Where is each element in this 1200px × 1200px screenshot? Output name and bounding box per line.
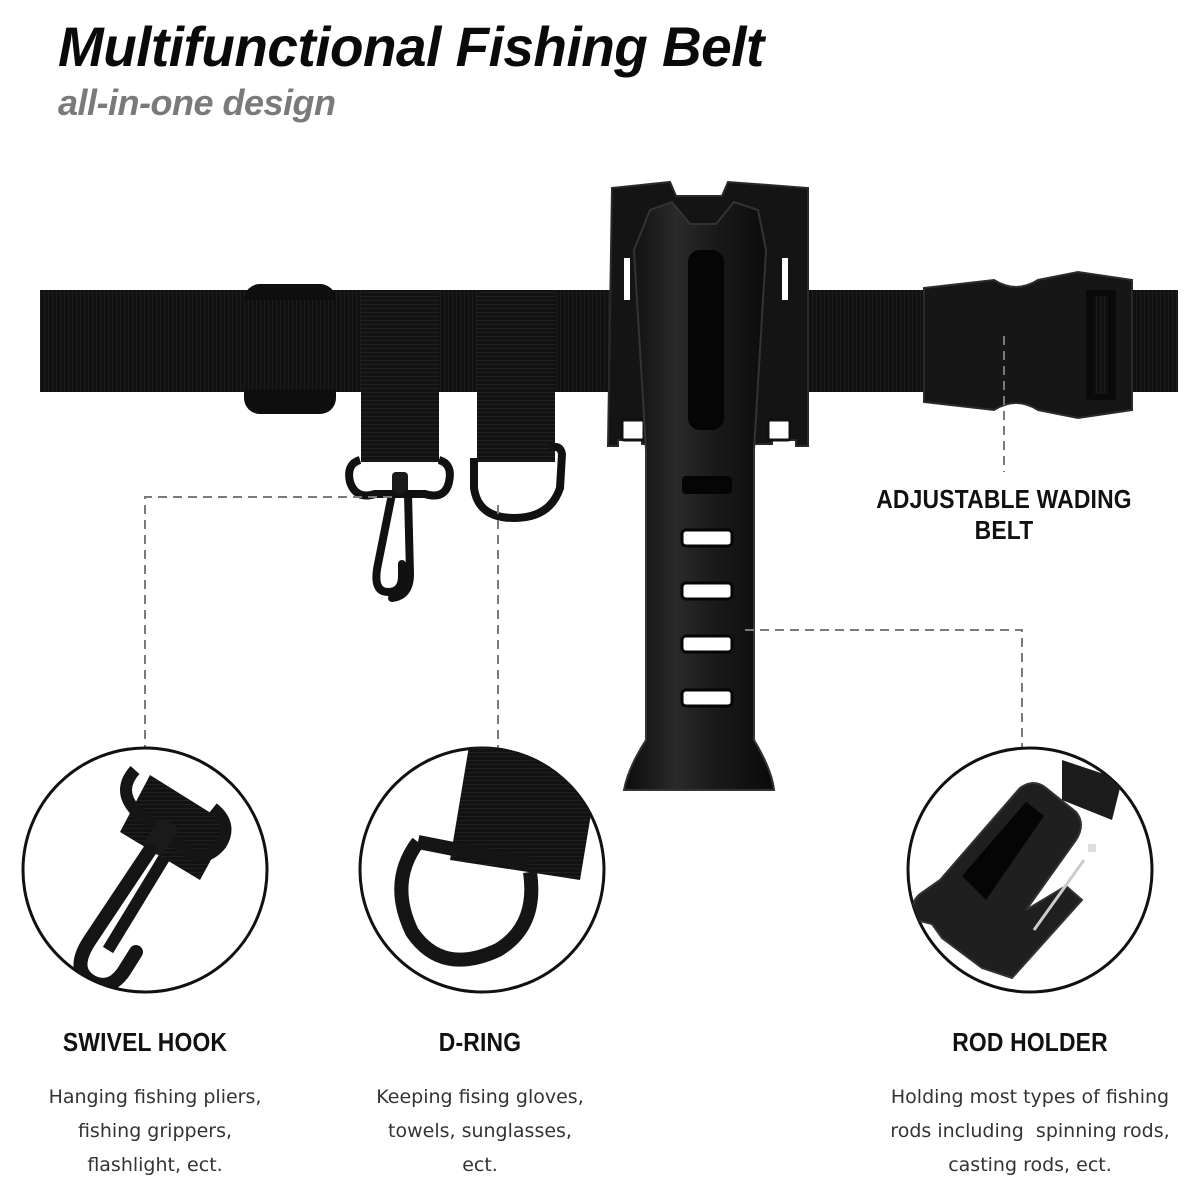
rod-holder-detail (906, 746, 1154, 994)
swivel-hook-description: Hanging fishing pliers, fishing grippers… (10, 1080, 300, 1182)
adjustable-belt-label: ADJUSTABLE WADING BELT (876, 484, 1132, 545)
d-ring-detail (358, 746, 606, 994)
belt-buckle (923, 270, 1133, 420)
d-ring-label: D-RING (438, 1027, 522, 1057)
swivel-hook-loop (345, 290, 454, 602)
connector-lines (144, 336, 1023, 752)
rod-holder-product (606, 180, 809, 791)
rod-holder-desc-line: rods including spinning rods, (890, 1120, 1170, 1142)
rod-holder-description: Holding most types of fishing rods inclu… (860, 1080, 1200, 1182)
swivel-hook-desc-line: fishing grippers, (77, 1120, 233, 1142)
d-ring-desc-line: ect. (462, 1154, 498, 1176)
swivel-hook-desc-line: flashlight, ect. (87, 1154, 223, 1176)
rod-holder-desc-line: Holding most types of fishing (890, 1086, 1170, 1108)
rod-holder-desc-line: casting rods, ect. (948, 1154, 1112, 1176)
d-ring-desc-line: towels, sunglasses, (388, 1120, 572, 1142)
page-title: Multifunctional Fishing Belt (58, 15, 764, 78)
swivel-hook-desc-line: Hanging fishing pliers, (48, 1086, 262, 1108)
d-ring-desc-line: Keeping fising gloves, (376, 1086, 584, 1108)
swivel-hook-label: SWIVEL HOOK (62, 1027, 228, 1057)
d-ring-loop (470, 290, 567, 523)
page-subtitle: all-in-one design (58, 82, 336, 123)
d-ring-description: Keeping fising gloves, towels, sunglasse… (340, 1080, 620, 1182)
swivel-hook-detail (21, 746, 269, 994)
rod-holder-label: ROD HOLDER (952, 1027, 1108, 1057)
